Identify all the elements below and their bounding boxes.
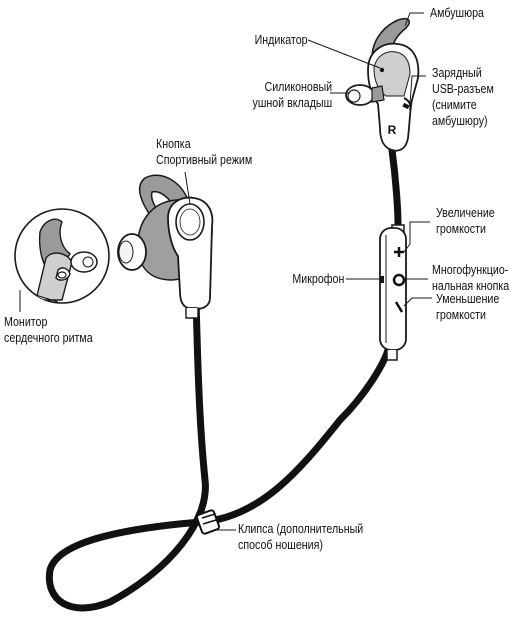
indicator-led [380, 68, 384, 72]
neckband-cable [49, 298, 388, 608]
label-heart-rate-monitor: Монитор сердечного ритма [4, 314, 93, 346]
right-earbud [346, 19, 418, 151]
inline-remote [380, 225, 406, 360]
heart-rate-monitor-inset [15, 209, 109, 303]
label-multifunction-button: Многофункцио- нальная кнопка [432, 262, 509, 294]
right-upper-cable [392, 150, 398, 225]
leader-volume-down [404, 298, 432, 306]
left-silicone-ear-tip [118, 234, 146, 270]
label-indicator: Индикатор [255, 32, 308, 48]
leader-indicator [308, 40, 380, 68]
leader-volume-up [404, 222, 430, 252]
microphone-hole [380, 276, 384, 283]
label-ear-cushion: Амбушюра [430, 5, 484, 21]
label-microphone: Микрофон [292, 271, 344, 287]
label-volume-down: Уменьшение громкости [436, 291, 499, 323]
label-charging-port: Зарядный USB-разъем (снимите амбушюру) [432, 65, 494, 129]
heart-rate-sensor [58, 272, 66, 278]
left-earbud [118, 175, 212, 318]
right-ear-mark: R [388, 123, 397, 137]
label-cable-clip: Клипса (дополнительный способ ношения) [238, 521, 363, 553]
label-volume-up: Увеличение громкости [436, 205, 495, 237]
label-sport-button: Кнопка Спортивный режим [156, 136, 252, 168]
label-silicone-insert: Силиконовый ушной вкладыш [252, 79, 332, 111]
